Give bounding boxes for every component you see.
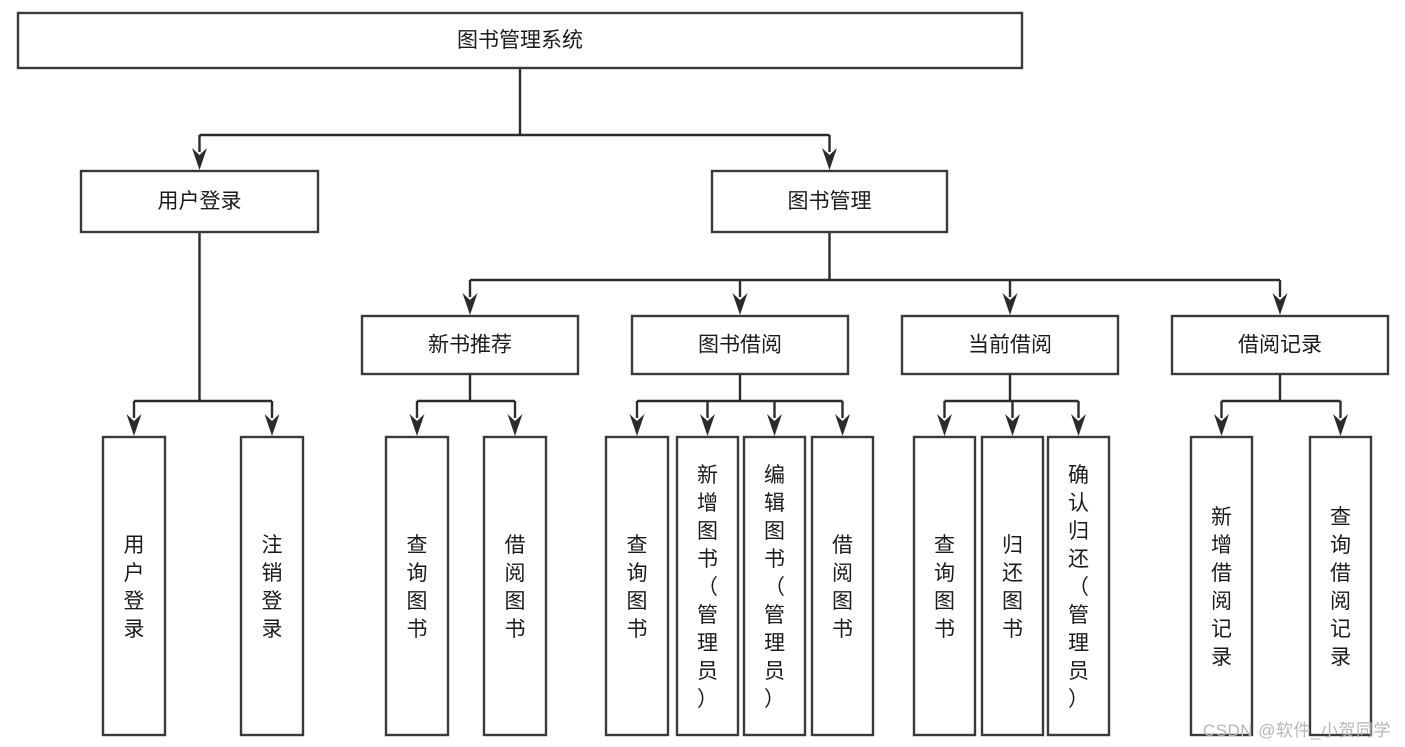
node-box: [79, 169, 320, 234]
node-book-manage[interactable]: 图书管理: [710, 169, 949, 234]
node-label: 查询图书: [627, 534, 648, 641]
arrow-head-icon: [1333, 414, 1348, 436]
node-box: [384, 435, 450, 737]
arrow-head-icon: [822, 148, 837, 170]
node-label: 借阅图书: [832, 534, 853, 641]
node-box: [900, 314, 1120, 376]
arrow-head-icon: [629, 414, 645, 436]
node-box: [675, 435, 740, 737]
node-leaf-query-record[interactable]: 查询借阅记录: [1308, 435, 1373, 737]
connector-layer: [126, 68, 1348, 436]
node-box: [604, 435, 670, 737]
node-label: 新增图书（管理员）: [697, 464, 718, 711]
node-leaf-edit-book[interactable]: 编辑图书（管理员）: [742, 435, 807, 737]
node-borrow-record[interactable]: 借阅记录: [1170, 314, 1390, 376]
arrow-head-icon: [1002, 293, 1018, 315]
csdn-watermark: CSDN @软件_小贺同学: [1202, 721, 1391, 740]
arrow-head-icon: [1005, 414, 1020, 436]
node-label: 编辑图书（管理员）: [764, 464, 785, 711]
arrow-head-icon: [126, 414, 142, 436]
node-label: 归还图书: [1002, 534, 1023, 641]
node-box: [742, 435, 807, 737]
node-label: 注销登录: [262, 534, 283, 641]
node-label: 确认归还（管理员）: [1068, 464, 1089, 711]
node-box: [360, 314, 580, 376]
arrow-head-icon: [700, 414, 715, 436]
node-box: [482, 435, 548, 737]
node-label: 图书借阅: [698, 334, 782, 357]
node-label: 查询借阅记录: [1330, 506, 1351, 669]
node-user-login[interactable]: 用户登录: [79, 169, 320, 234]
node-leaf-query-book-cur[interactable]: 查询图书: [912, 435, 977, 737]
node-leaf-user-login[interactable]: 用户登录: [101, 435, 167, 737]
node-box: [101, 435, 167, 737]
arrow-head-icon: [732, 293, 748, 315]
node-box: [1308, 435, 1373, 737]
node-leaf-return-book[interactable]: 归还图书: [980, 435, 1045, 737]
arrow-head-icon: [462, 293, 478, 315]
node-box: [980, 435, 1045, 737]
node-label: 查询图书: [934, 534, 955, 641]
node-label: 新增借阅记录: [1211, 506, 1232, 669]
node-leaf-query-book-rec[interactable]: 查询图书: [384, 435, 450, 737]
node-label: 新书推荐: [428, 334, 512, 357]
node-current-borrow[interactable]: 当前借阅: [900, 314, 1120, 376]
node-root[interactable]: 图书管理系统: [16, 11, 1024, 70]
node-leaf-logout[interactable]: 注销登录: [239, 435, 305, 737]
node-label: 借阅图书: [505, 534, 526, 641]
arrow-head-icon: [767, 414, 782, 436]
node-box: [239, 435, 305, 737]
node-label: 图书管理系统: [457, 29, 583, 52]
arrow-head-icon: [1071, 414, 1086, 436]
arrow-head-icon: [409, 414, 425, 436]
node-leaf-borrow-book-rec[interactable]: 借阅图书: [482, 435, 548, 737]
node-new-book-recommend[interactable]: 新书推荐: [360, 314, 580, 376]
node-label: 查询图书: [407, 534, 428, 641]
node-box: [710, 169, 949, 234]
node-box: [630, 314, 850, 376]
node-leaf-add-record[interactable]: 新增借阅记录: [1189, 435, 1254, 737]
node-label: 借阅记录: [1238, 334, 1322, 357]
node-box: [16, 11, 1024, 70]
node-leaf-borrow-book[interactable]: 借阅图书: [810, 435, 875, 737]
node-leaf-confirm-return[interactable]: 确认归还（管理员）: [1046, 435, 1111, 737]
arrow-head-icon: [835, 414, 850, 436]
node-label: 当前借阅: [968, 334, 1052, 357]
arrow-head-icon: [1272, 293, 1288, 315]
node-box: [1046, 435, 1111, 737]
node-box: [810, 435, 875, 737]
node-box: [1189, 435, 1254, 737]
node-leaf-query-book-borrow[interactable]: 查询图书: [604, 435, 670, 737]
arrow-head-icon: [937, 414, 952, 436]
node-label: 图书管理: [788, 190, 872, 213]
arrow-head-icon: [1214, 414, 1229, 436]
node-box: [1170, 314, 1390, 376]
arrow-head-icon: [507, 414, 523, 436]
node-label: 用户登录: [124, 534, 145, 641]
arrow-head-icon: [264, 414, 280, 436]
node-book-borrow[interactable]: 图书借阅: [630, 314, 850, 376]
node-layer: 图书管理系统用户登录图书管理新书推荐图书借阅当前借阅借阅记录用户登录注销登录查询…: [16, 11, 1390, 737]
arrow-head-icon: [192, 148, 207, 170]
node-leaf-add-book[interactable]: 新增图书（管理员）: [675, 435, 740, 737]
node-box: [912, 435, 977, 737]
node-label: 用户登录: [158, 190, 242, 213]
